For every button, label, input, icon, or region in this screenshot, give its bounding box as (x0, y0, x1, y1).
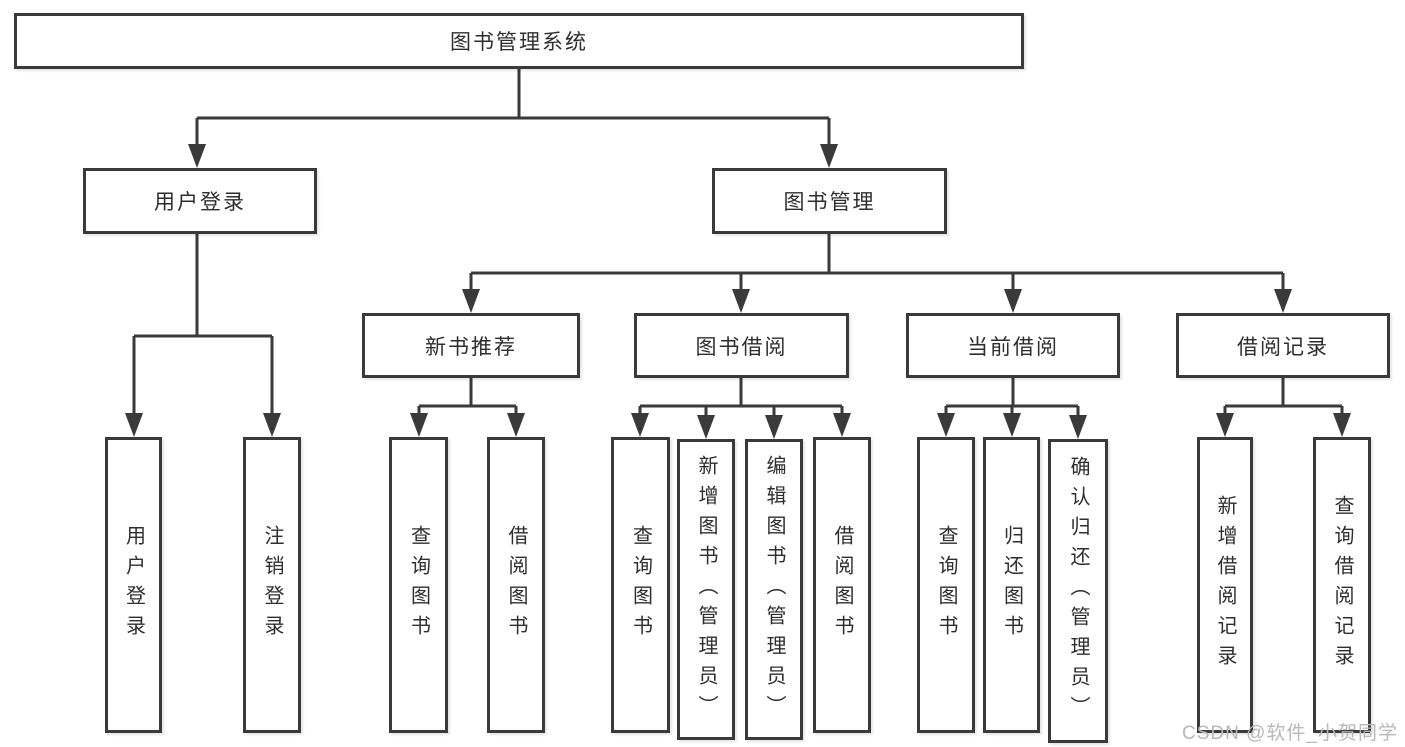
leaf-current-confirm-return-admin: 确认归还（管理员） (1048, 439, 1108, 743)
leaf-borrow-edit-books-admin-label: 编辑图书（管理员） (763, 454, 785, 725)
leaf-current-confirm-return-admin-label: 确认归还（管理员） (1067, 456, 1089, 726)
leaf-current-query-books: 查询图书 (917, 437, 975, 733)
node-new-book-recommend: 新书推荐 (362, 313, 580, 378)
leaf-current-query-books-label: 查询图书 (935, 525, 957, 645)
node-book-management: 图书管理 (712, 168, 947, 234)
leaf-borrow-add-books-admin-label: 新增图书（管理员） (695, 454, 717, 725)
node-user-login-label: 用户登录 (154, 191, 246, 214)
node-current-borrow: 当前借阅 (906, 313, 1120, 378)
node-root-label: 图书管理系统 (450, 31, 588, 54)
leaf-records-query-record-label: 查询借阅记录 (1331, 495, 1353, 675)
node-user-login: 用户登录 (83, 168, 317, 234)
node-book-management-label: 图书管理 (783, 191, 876, 214)
node-borrow-records: 借阅记录 (1176, 313, 1390, 378)
leaf-borrow-edit-books-admin: 编辑图书（管理员） (745, 439, 803, 740)
leaf-logout-login: 注销登录 (243, 437, 301, 733)
leaf-borrow-query-books-label: 查询图书 (629, 525, 652, 645)
watermark: CSDN @软件_小贺同学 (1182, 723, 1398, 744)
leaf-newbook-borrow-books: 借阅图书 (487, 437, 545, 733)
leaf-current-return-books-label: 归还图书 (1000, 525, 1023, 645)
arrowhead-icons (125, 144, 1351, 439)
leaf-user-login: 用户登录 (105, 437, 162, 733)
node-current-borrow-label: 当前借阅 (967, 335, 1059, 359)
leaf-records-add-record: 新增借阅记录 (1197, 437, 1253, 733)
leaf-newbook-query-books-label: 查询图书 (407, 525, 430, 645)
leaf-borrow-borrow-books-label: 借阅图书 (831, 525, 853, 645)
leaf-newbook-borrow-books-label: 借阅图书 (505, 525, 527, 645)
leaf-borrow-add-books-admin: 新增图书（管理员） (677, 439, 735, 740)
leaf-borrow-borrow-books: 借阅图书 (813, 437, 871, 733)
leaf-records-query-record: 查询借阅记录 (1313, 437, 1371, 733)
node-book-borrow: 图书借阅 (634, 313, 849, 378)
leaf-records-add-record-label: 新增借阅记录 (1214, 495, 1236, 675)
leaf-logout-login-label: 注销登录 (261, 525, 283, 645)
node-book-borrow-label: 图书借阅 (695, 335, 788, 359)
node-new-book-recommend-label: 新书推荐 (425, 335, 517, 359)
node-root: 图书管理系统 (14, 13, 1024, 69)
leaf-current-return-books: 归还图书 (983, 437, 1040, 733)
leaf-user-login-label: 用户登录 (122, 525, 145, 645)
leaf-newbook-query-books: 查询图书 (389, 437, 448, 733)
leaf-borrow-query-books: 查询图书 (611, 437, 670, 733)
node-borrow-records-label: 借阅记录 (1237, 335, 1329, 359)
